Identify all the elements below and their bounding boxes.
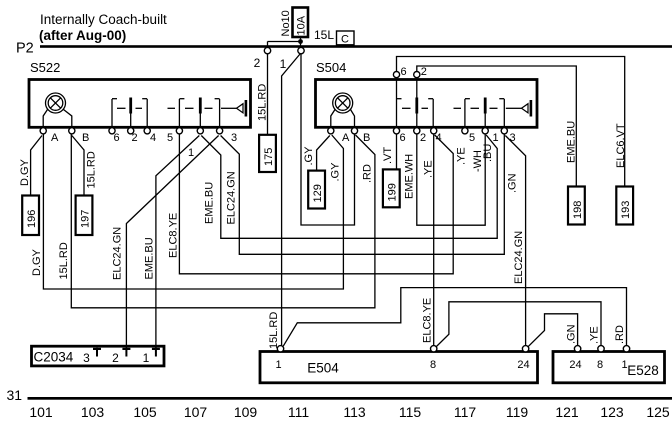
svg-text:.GY: .GY [303,146,315,166]
svg-text:D.GY: D.GY [19,158,31,186]
svg-text:D.GY: D.GY [31,248,43,276]
svg-text:2: 2 [112,351,119,365]
svg-text:121: 121 [555,404,579,420]
svg-text:B: B [82,132,89,144]
svg-text:ELC24.GN: ELC24.GN [112,227,124,280]
svg-text:.YE: .YE [423,160,435,178]
svg-text:199: 199 [387,183,399,201]
svg-text:.BU: .BU [482,144,494,162]
svg-text:1: 1 [621,359,627,371]
svg-text:119: 119 [506,404,529,420]
svg-text:196: 196 [26,210,38,228]
svg-text:.GN: .GN [566,324,578,344]
svg-text:B: B [363,132,370,144]
svg-text:3: 3 [510,132,516,144]
svg-text:113: 113 [343,404,366,420]
svg-text:1: 1 [493,132,499,144]
svg-text:.YE: .YE [455,147,467,165]
svg-text:2: 2 [421,66,427,78]
svg-text:ELC24.GN: ELC24.GN [513,231,525,284]
svg-text:S504: S504 [316,60,346,75]
svg-text:ELC24.GN: ELC24.GN [226,171,238,224]
svg-text:S522: S522 [30,60,60,75]
svg-text:6: 6 [400,132,406,144]
svg-text:(after Aug-00): (after Aug-00) [39,28,126,43]
svg-text:1: 1 [143,351,150,365]
svg-text:31: 31 [7,387,23,403]
svg-text:.RD: .RD [614,325,626,344]
svg-text:A: A [51,132,59,144]
svg-text:8: 8 [597,359,603,371]
svg-text:15L.RD: 15L.RD [268,312,280,349]
svg-text:5: 5 [167,132,173,144]
svg-text:101: 101 [29,404,53,420]
svg-text:ELC6.VT: ELC6.VT [615,123,627,168]
svg-text:.GY: .GY [330,162,342,182]
svg-text:No10: No10 [280,10,292,36]
svg-text:15L.RD: 15L.RD [86,151,98,188]
svg-text:ELC8.YE: ELC8.YE [168,213,180,258]
svg-text:111: 111 [288,404,309,420]
svg-text:P2: P2 [16,41,34,57]
svg-text:15L.RD: 15L.RD [257,84,269,121]
svg-text:15L: 15L [314,28,334,42]
svg-text:5: 5 [469,132,475,144]
svg-text:198: 198 [572,201,584,219]
svg-text:129: 129 [312,184,324,202]
svg-text:.VT: .VT [382,147,394,164]
svg-text:2: 2 [132,132,138,144]
svg-text:E504: E504 [307,361,339,376]
svg-text:6: 6 [114,132,120,144]
svg-text:109: 109 [234,404,258,420]
svg-text:3: 3 [83,351,90,365]
svg-text:24: 24 [569,359,581,371]
svg-text:.RD: .RD [361,164,373,183]
svg-text:2: 2 [254,56,261,70]
svg-text:C2034: C2034 [34,350,74,365]
svg-text:EME.BU: EME.BU [144,237,156,279]
svg-text:125: 125 [646,404,670,420]
svg-text:4: 4 [150,132,156,144]
svg-text:107: 107 [184,404,208,420]
svg-text:.GN: .GN [507,173,519,193]
svg-text:8: 8 [430,359,436,371]
svg-text:1: 1 [275,359,281,371]
svg-text:193: 193 [620,201,632,219]
svg-text:2: 2 [420,132,426,144]
svg-text:Internally Coach-built: Internally Coach-built [40,12,167,27]
svg-text:117: 117 [454,404,477,420]
svg-text:E528: E528 [627,363,659,378]
svg-text:123: 123 [600,404,624,420]
svg-text:197: 197 [79,210,91,228]
svg-text:EME.BU: EME.BU [565,121,577,163]
svg-text:1: 1 [280,57,287,71]
svg-text:115: 115 [399,404,422,420]
svg-text:175: 175 [263,148,275,166]
svg-text:C: C [341,34,349,46]
svg-text:EME.WH: EME.WH [404,154,416,199]
svg-text:24: 24 [517,359,529,371]
svg-text:ELC8.YE: ELC8.YE [421,298,433,343]
svg-text:15L.RD: 15L.RD [58,242,70,279]
svg-text:6: 6 [401,66,407,78]
svg-text:A: A [342,132,350,144]
svg-text:-WH: -WH [472,150,484,172]
svg-text:.YE: .YE [589,326,601,344]
svg-text:10A: 10A [296,15,308,35]
svg-text:103: 103 [81,404,105,420]
svg-text:1: 1 [188,147,194,159]
svg-text:3: 3 [231,132,237,144]
svg-text:105: 105 [133,404,157,420]
svg-text:EME.BU: EME.BU [204,182,216,224]
